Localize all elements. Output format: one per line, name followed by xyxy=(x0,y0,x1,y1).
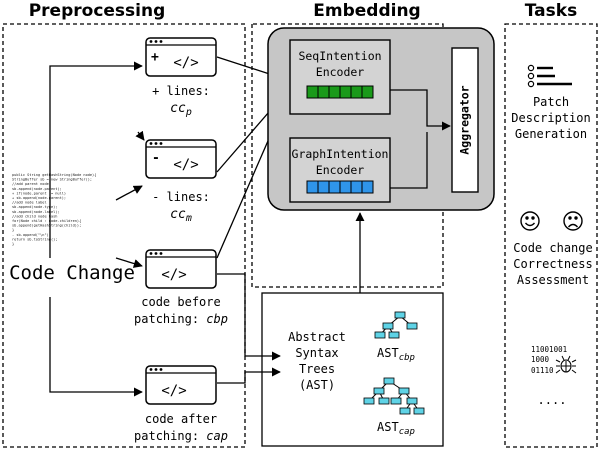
code-line: sb.append(node.type); xyxy=(12,205,57,209)
happy-face-icon xyxy=(520,211,540,231)
graph-embedding-cell xyxy=(361,180,374,194)
seq-encoder-subtitle: Encoder xyxy=(316,65,365,79)
code-change-label: Code Change xyxy=(9,262,135,284)
ast-cap-label: ASTcap xyxy=(377,420,415,437)
task-patch-line1: Patch xyxy=(533,95,569,109)
svg-text:</>: </> xyxy=(173,55,198,71)
task-ellipsis: .... xyxy=(538,393,567,407)
aggregator-label: Aggregator xyxy=(458,85,472,154)
preprocessing-section-border xyxy=(2,23,246,448)
graph-embedding-cell xyxy=(306,180,319,194)
task-patch-line2: Description xyxy=(511,111,590,125)
code-line: //add node label xyxy=(12,201,47,205)
code-before-label: code before xyxy=(141,295,220,309)
seq-embedding-cell xyxy=(350,85,363,99)
seq-embedding-cell xyxy=(306,85,319,99)
tasks-section-border xyxy=(504,23,598,448)
graph-encoder-title: GraphIntention xyxy=(292,147,389,161)
plus-lines-label: + lines: xyxy=(152,84,210,98)
code-line: //add parent node xyxy=(12,182,49,186)
list-icon xyxy=(527,64,572,88)
seq-embedding-cell xyxy=(328,85,341,99)
code-line: sb.append(getHashString(child)); xyxy=(12,224,81,228)
binary-line1: 11001001 xyxy=(531,345,567,354)
code-line: } xyxy=(12,228,14,232)
ast-title-line3: Trees xyxy=(299,362,335,376)
code-line: StringBuffer sb = new StringBuffer(); xyxy=(12,178,92,182)
code-before-var: patching: cbp xyxy=(134,312,228,326)
ast-title-line4: (AST) xyxy=(299,378,335,392)
svg-text:-: - xyxy=(152,151,160,166)
preprocessing-arrows xyxy=(49,56,289,397)
code-line: for(Node child : node.children){ xyxy=(12,219,81,223)
embedding-arrows xyxy=(355,89,451,293)
ast-title-line1: Abstract xyxy=(288,330,346,344)
code-line: + sb.append(node.parent); xyxy=(12,196,66,200)
svg-text:+: + xyxy=(151,50,159,65)
source-code-snippet: public String getHashString(Node node){ … xyxy=(12,173,96,246)
plus-lines-var: ccp xyxy=(170,101,192,118)
code-line: //add child node hash xyxy=(12,214,57,218)
code-after-var: patching: cap xyxy=(134,429,228,443)
seq-intention-encoder-box xyxy=(289,39,391,115)
code-line: + if(node.parent != null) xyxy=(12,191,66,195)
seq-embedding-cell xyxy=(317,85,330,99)
section-title-tasks: Tasks xyxy=(525,1,577,21)
graph-embedding-cell xyxy=(339,180,352,194)
seq-embedding-cell xyxy=(361,85,374,99)
graph-embedding-vector xyxy=(306,180,374,194)
svg-text:</>: </> xyxy=(161,383,186,399)
sad-face-icon xyxy=(563,211,583,231)
ast-section-border xyxy=(261,292,444,447)
graph-embedding-cell xyxy=(328,180,341,194)
seq-embedding-cell xyxy=(339,85,352,99)
graph-embedding-cell xyxy=(350,180,363,194)
code-line: } xyxy=(12,242,14,246)
plus-lines-icon: + </> xyxy=(145,37,217,77)
seq-encoder-title: SeqIntention xyxy=(298,49,381,63)
code-line: - sb.append("\n"); xyxy=(12,233,51,237)
binary-line2: 1000 xyxy=(531,355,550,364)
graph-encoder-subtitle: Encoder xyxy=(316,163,365,177)
task-correctness-line1: Code change xyxy=(513,241,592,255)
code-line: sb.append(node.label); xyxy=(12,210,60,214)
code-line: public String getHashString(Node node){ xyxy=(12,173,96,177)
svg-text:</>: </> xyxy=(161,267,186,283)
code-line: sb.append(node.parent); xyxy=(12,187,62,191)
minus-lines-label: - lines: xyxy=(152,190,210,204)
bug-icon xyxy=(555,355,577,374)
section-title-preprocessing: Preprocessing xyxy=(29,1,166,21)
ast-title-line2: Syntax xyxy=(295,346,338,360)
ast-cap-tree-icon xyxy=(363,377,425,415)
code-after-icon: </> xyxy=(145,365,217,405)
code-line: return sb.toString(); xyxy=(12,237,57,241)
task-patch-line3: Generation xyxy=(515,127,587,141)
section-title-embedding: Embedding xyxy=(313,1,420,21)
task-correctness-line2: Correctness xyxy=(513,257,592,271)
graph-embedding-cell xyxy=(317,180,330,194)
minus-lines-icon: - </> xyxy=(145,139,217,179)
aggregator-box xyxy=(451,47,479,193)
seq-embedding-vector xyxy=(306,85,374,99)
embedding-section-border xyxy=(251,23,444,288)
binary-line3: 01110 xyxy=(531,366,554,375)
ast-cbp-label: ASTcbp xyxy=(377,346,415,363)
code-after-label: code after xyxy=(145,412,217,426)
ast-cbp-tree-icon xyxy=(374,311,418,339)
code-before-icon: </> xyxy=(145,249,217,289)
minus-lines-var: ccm xyxy=(170,207,192,224)
task-correctness-line3: Assessment xyxy=(517,273,589,287)
svg-text:</>: </> xyxy=(173,157,198,173)
